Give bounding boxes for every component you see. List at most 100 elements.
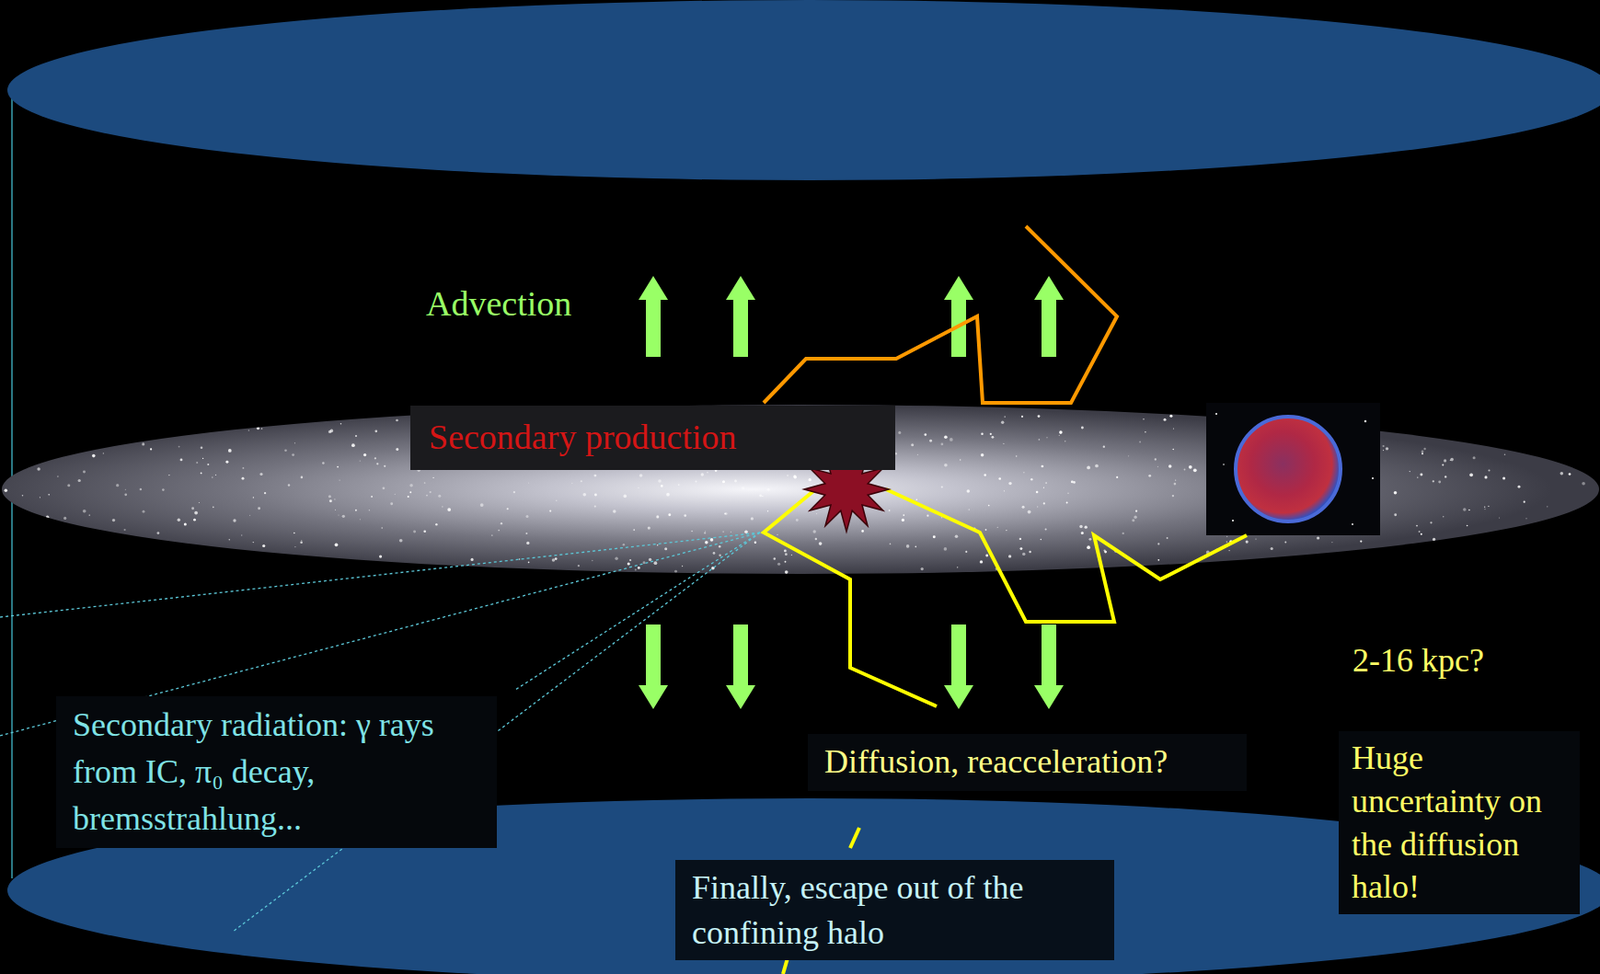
star-dot xyxy=(380,527,383,530)
star-dot xyxy=(359,460,361,462)
star-dot xyxy=(1416,476,1418,478)
star-dot xyxy=(359,518,361,520)
star-dot xyxy=(1222,463,1225,466)
star-dot xyxy=(334,542,339,547)
star-dot xyxy=(211,476,214,479)
star-dot xyxy=(225,460,229,464)
production-box: Secondary production xyxy=(410,405,896,471)
star-dot xyxy=(639,473,644,478)
star-dot xyxy=(703,531,706,534)
star-dot xyxy=(1088,538,1092,542)
star-dot xyxy=(149,448,152,450)
arrow-down xyxy=(638,624,668,710)
star-dot xyxy=(491,534,494,537)
size-label: 2-16 kpc? xyxy=(1352,641,1485,680)
star-dot xyxy=(1038,438,1041,441)
star-dot xyxy=(394,494,396,495)
star-dot xyxy=(370,495,373,498)
star-dot xyxy=(744,529,749,534)
arrow-up xyxy=(1034,276,1064,357)
star-dot xyxy=(432,477,434,479)
star-dot xyxy=(1450,460,1451,461)
star-dot xyxy=(1421,450,1425,454)
star-dot xyxy=(441,506,443,507)
star-dot xyxy=(1037,414,1041,418)
star-dot xyxy=(967,508,970,511)
star-dot xyxy=(383,465,386,468)
star-dot xyxy=(901,518,905,522)
star-dot xyxy=(1441,464,1444,467)
star-dot xyxy=(1385,447,1389,450)
radiation-box: Secondary radiation: γ rays from IC, π₀ … xyxy=(56,696,497,849)
star-dot xyxy=(407,495,410,498)
star-dot xyxy=(966,489,971,494)
star-dot xyxy=(656,515,659,518)
star-dot xyxy=(1128,455,1129,457)
arrow-down xyxy=(943,624,974,710)
star-dot xyxy=(722,480,726,484)
star-dot xyxy=(980,433,984,437)
star-dot xyxy=(525,532,528,535)
secondary-trajectory xyxy=(763,226,1117,403)
star-dot xyxy=(435,523,438,526)
star-dot xyxy=(965,551,967,553)
star-dot xyxy=(334,509,336,511)
diffusion-box: Diffusion, reacceleration? xyxy=(807,734,1247,792)
star-dot xyxy=(988,505,990,507)
star-dot xyxy=(241,467,244,470)
star-dot xyxy=(1382,449,1384,451)
star-dot xyxy=(142,510,146,514)
star-dot xyxy=(1560,471,1565,476)
star-dot xyxy=(1135,510,1138,513)
star-dot xyxy=(914,546,917,549)
star-dot xyxy=(637,487,639,489)
star-dot xyxy=(1193,468,1198,472)
star-dot xyxy=(695,480,698,483)
star-dot xyxy=(399,539,403,543)
star-dot xyxy=(643,561,646,565)
star-dot xyxy=(660,484,664,488)
star-dot xyxy=(1079,525,1083,530)
star-dot xyxy=(161,488,165,492)
star-dot xyxy=(1046,437,1048,438)
star-dot xyxy=(734,480,737,484)
star-dot xyxy=(1157,542,1160,545)
star-dot xyxy=(980,453,985,458)
star-dot xyxy=(46,515,49,518)
star-dot xyxy=(1045,482,1048,484)
star-dot xyxy=(1331,541,1333,543)
star-dot xyxy=(249,515,251,517)
supernova-remnant xyxy=(1235,416,1341,522)
star-dot xyxy=(591,560,593,562)
star-dot xyxy=(193,518,196,522)
star-dot xyxy=(634,569,637,572)
star-dot xyxy=(656,544,658,546)
arrow-down xyxy=(725,624,756,710)
star-dot xyxy=(1003,415,1006,418)
star-dot xyxy=(63,517,67,520)
snr-frame xyxy=(1206,402,1381,536)
star-dot xyxy=(374,457,377,460)
star-dot xyxy=(1058,435,1060,437)
star-dot xyxy=(1432,538,1436,542)
arrow-up xyxy=(943,276,974,357)
uncertainty-box: Huge uncertainty on the diffusion halo! xyxy=(1338,731,1580,915)
star-dot xyxy=(1144,431,1147,434)
star-dot xyxy=(1284,541,1287,544)
star-dot xyxy=(328,430,332,434)
star-dot xyxy=(681,565,683,567)
star-dot xyxy=(328,494,332,498)
star-dot xyxy=(1581,482,1586,486)
star-dot xyxy=(299,541,303,545)
star-dot xyxy=(1316,536,1320,540)
star-dot xyxy=(424,482,426,484)
star-dot xyxy=(622,543,626,547)
star-dot xyxy=(943,463,948,468)
star-dot xyxy=(916,498,919,501)
star-dot xyxy=(815,538,818,541)
star-dot xyxy=(1487,506,1489,507)
star-dot xyxy=(1415,525,1418,528)
star-dot xyxy=(985,529,988,531)
star-dot xyxy=(629,559,632,562)
box-text: Secondary production xyxy=(428,416,877,460)
